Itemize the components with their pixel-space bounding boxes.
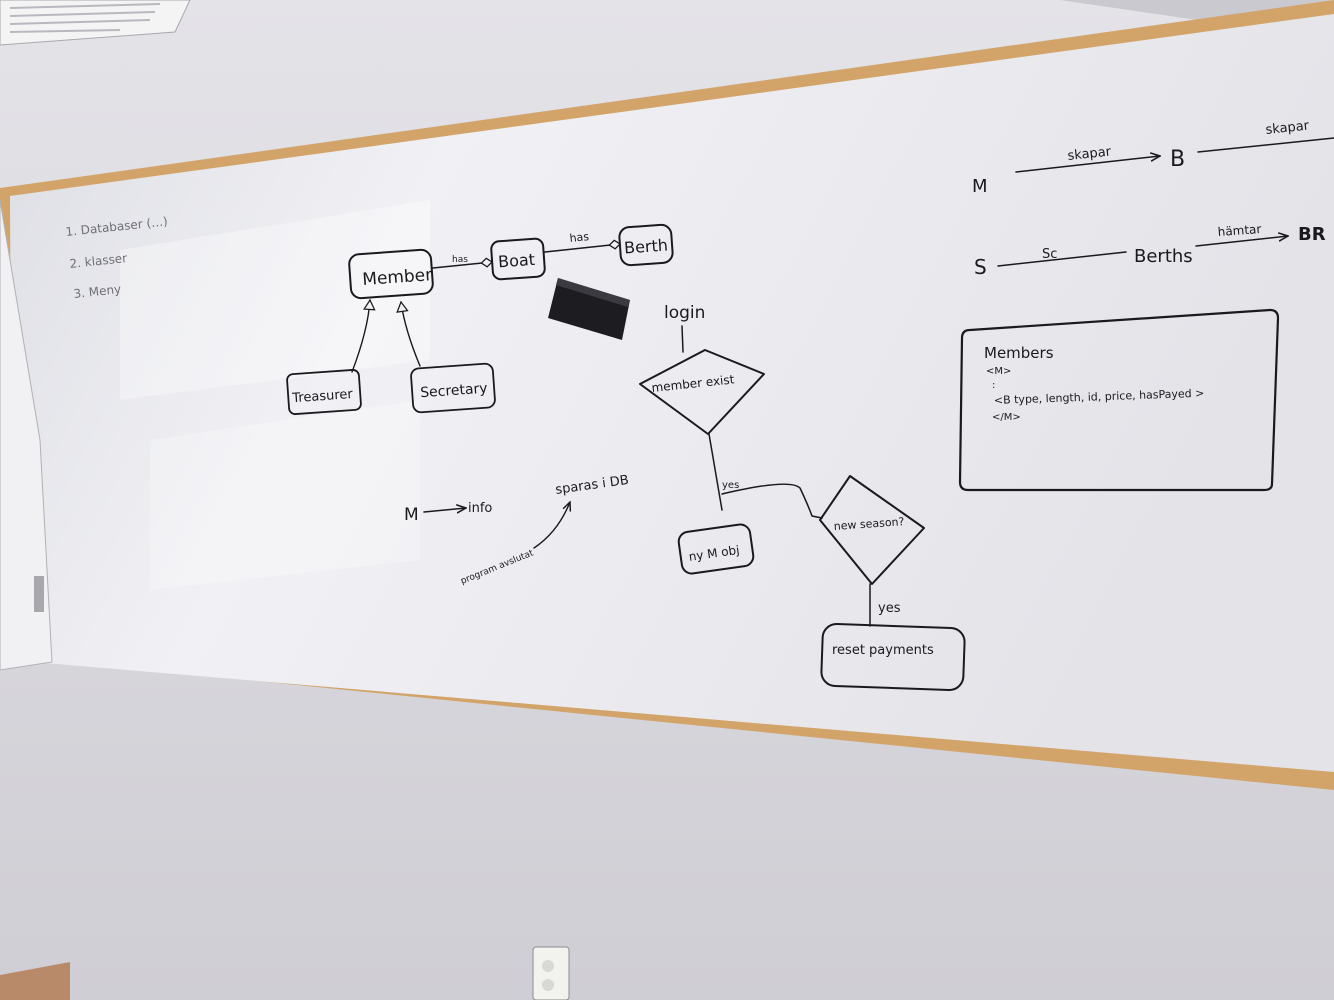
xml-box-border <box>958 308 1280 492</box>
secretary-inherit-line <box>401 302 421 367</box>
member-exist-diamond <box>639 349 765 435</box>
left-note-3: 3. Meny <box>73 282 122 301</box>
login-label: login <box>664 303 705 323</box>
member-label: Member <box>362 265 433 290</box>
exist-to-season-line <box>721 483 823 519</box>
rel1-arrow <box>1015 156 1160 173</box>
rel2-verb2: hämtar <box>1217 222 1262 239</box>
yes-label-1: yes <box>722 480 739 491</box>
door <box>0 199 53 671</box>
rel1-verb: skapar <box>1067 144 1113 164</box>
rel2-verb: Sc <box>1042 247 1057 262</box>
floor <box>0 962 70 1000</box>
member-box <box>348 248 434 300</box>
program-to-db-arrow <box>533 502 570 549</box>
member-boat-line <box>432 257 494 269</box>
boat-berth-line <box>544 239 622 253</box>
secretary-box <box>410 362 496 414</box>
treasurer-box <box>286 369 362 415</box>
info-m-label: M <box>404 505 419 525</box>
m-to-info-arrow <box>423 508 466 512</box>
rel1-verb2: skapar <box>1265 118 1311 138</box>
new-season-diamond <box>819 475 925 585</box>
rel2-from: S <box>974 255 987 279</box>
yes-label-2: yes <box>878 601 901 616</box>
member-boat-rel-label: has <box>452 255 468 265</box>
door-hinge <box>34 576 44 612</box>
power-outlet-icon <box>532 946 570 1000</box>
reset-payments-label: reset payments <box>832 643 934 658</box>
right-relations: M skapar B skapar S Sc Berths hämtar BR <box>972 118 1334 279</box>
berth-label: Berth <box>623 235 668 257</box>
rel1-arrow2 <box>1197 137 1334 153</box>
class-diagram: Member Boat Berth has has Treasurer Secr… <box>286 223 674 415</box>
boat-label: Boat <box>497 250 535 272</box>
new-member-obj-box <box>677 523 755 575</box>
login-line <box>681 325 684 353</box>
reset-payments-box <box>820 623 966 691</box>
eraser-icon[interactable] <box>548 278 630 340</box>
left-note-2: 2. klasser <box>69 251 128 271</box>
xml-line-2: : <box>992 380 995 391</box>
info-label: info <box>468 501 492 516</box>
exist-to-new-line <box>708 433 723 511</box>
treasurer-label: Treasurer <box>291 387 354 406</box>
secretary-label: Secretary <box>420 381 488 402</box>
rel2-to: Berths <box>1134 246 1193 267</box>
new-season-label: new season? <box>833 515 905 533</box>
whiteboard-surface <box>10 14 1334 772</box>
rel1-to: B <box>1170 147 1185 172</box>
xml-line-1: <M> <box>986 366 1011 377</box>
rel2-to2: BR <box>1298 224 1326 245</box>
treasurer-inherit-line <box>351 300 370 373</box>
rel1-from: M <box>972 176 988 197</box>
rel2-line <box>997 251 1127 267</box>
rel2-arrow <box>1195 236 1288 247</box>
xml-line-4: </M> <box>992 412 1021 423</box>
boat-berth-rel-label: has <box>569 230 590 245</box>
xml-title: Members <box>984 344 1054 362</box>
